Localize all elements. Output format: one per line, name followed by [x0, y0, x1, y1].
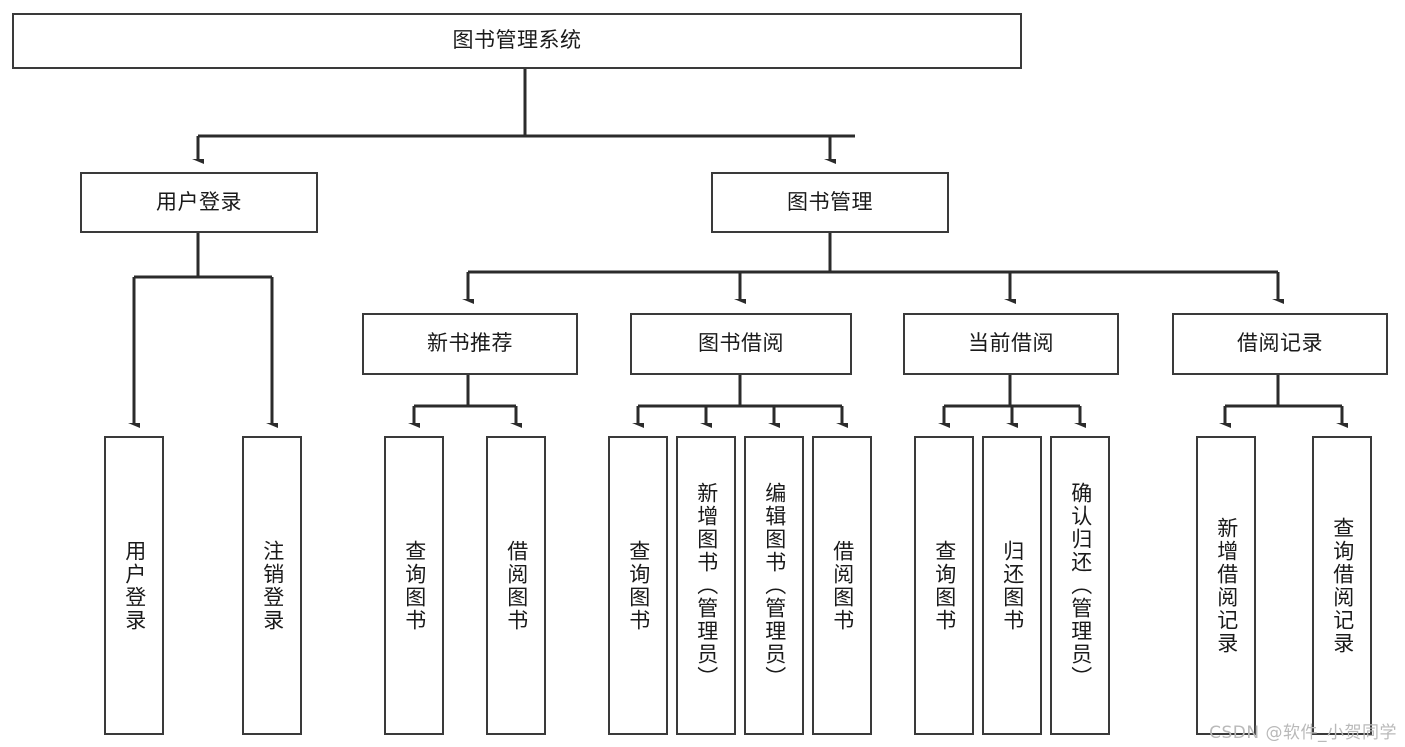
- node-borrow-record-label: 借阅记录: [1237, 331, 1323, 356]
- leaf-user-login-signin-label: 用户登录: [122, 539, 147, 632]
- leaf-current-borrow-confirm-return-label: 确认归还（管理员）: [1068, 482, 1093, 689]
- leaf-current-borrow-return[interactable]: 归还图书: [982, 436, 1042, 735]
- node-current-borrow-label: 当前借阅: [968, 331, 1054, 356]
- leaf-user-login-signout-label: 注销登录: [260, 539, 285, 632]
- leaf-book-borrow-edit[interactable]: 编辑图书（管理员）: [744, 436, 804, 735]
- csdn-watermark: CSDN @软件_小贺同学: [1209, 723, 1397, 743]
- leaf-user-login-signin[interactable]: 用户登录: [104, 436, 164, 735]
- leaf-borrow-record-query[interactable]: 查询借阅记录: [1312, 436, 1372, 735]
- node-user-login-label: 用户登录: [156, 189, 242, 214]
- leaf-current-borrow-query[interactable]: 查询图书: [914, 436, 974, 735]
- leaf-current-borrow-query-label: 查询图书: [932, 539, 957, 632]
- node-current-borrow[interactable]: 当前借阅: [903, 313, 1119, 375]
- node-new-book-recommend[interactable]: 新书推荐: [362, 313, 578, 375]
- leaf-current-borrow-return-label: 归还图书: [1000, 539, 1025, 632]
- node-book-management[interactable]: 图书管理: [711, 172, 949, 233]
- leaf-book-borrow-edit-label: 编辑图书（管理员）: [762, 482, 787, 689]
- leaf-book-borrow-borrow[interactable]: 借阅图书: [812, 436, 872, 735]
- node-user-login[interactable]: 用户登录: [80, 172, 318, 233]
- node-new-book-recommend-label: 新书推荐: [427, 331, 513, 356]
- node-book-borrow[interactable]: 图书借阅: [630, 313, 852, 375]
- node-book-borrow-label: 图书借阅: [698, 331, 784, 356]
- leaf-borrow-record-query-label: 查询借阅记录: [1330, 516, 1355, 655]
- leaf-book-borrow-query-label: 查询图书: [626, 539, 651, 632]
- leaf-new-book-query-label: 查询图书: [402, 539, 427, 632]
- node-book-management-label: 图书管理: [787, 189, 873, 214]
- leaf-borrow-record-add-label: 新增借阅记录: [1214, 516, 1239, 655]
- leaf-book-borrow-add-label: 新增图书（管理员）: [694, 482, 719, 689]
- leaf-book-borrow-add[interactable]: 新增图书（管理员）: [676, 436, 736, 735]
- leaf-new-book-borrow[interactable]: 借阅图书: [486, 436, 546, 735]
- node-root-label: 图书管理系统: [452, 28, 582, 53]
- leaf-current-borrow-confirm-return[interactable]: 确认归还（管理员）: [1050, 436, 1110, 735]
- leaf-book-borrow-borrow-label: 借阅图书: [830, 539, 855, 632]
- leaf-borrow-record-add[interactable]: 新增借阅记录: [1196, 436, 1256, 735]
- node-root[interactable]: 图书管理系统: [12, 13, 1022, 69]
- leaf-book-borrow-query[interactable]: 查询图书: [608, 436, 668, 735]
- leaf-new-book-borrow-label: 借阅图书: [504, 539, 529, 632]
- leaf-new-book-query[interactable]: 查询图书: [384, 436, 444, 735]
- node-borrow-record[interactable]: 借阅记录: [1172, 313, 1388, 375]
- leaf-user-login-signout[interactable]: 注销登录: [242, 436, 302, 735]
